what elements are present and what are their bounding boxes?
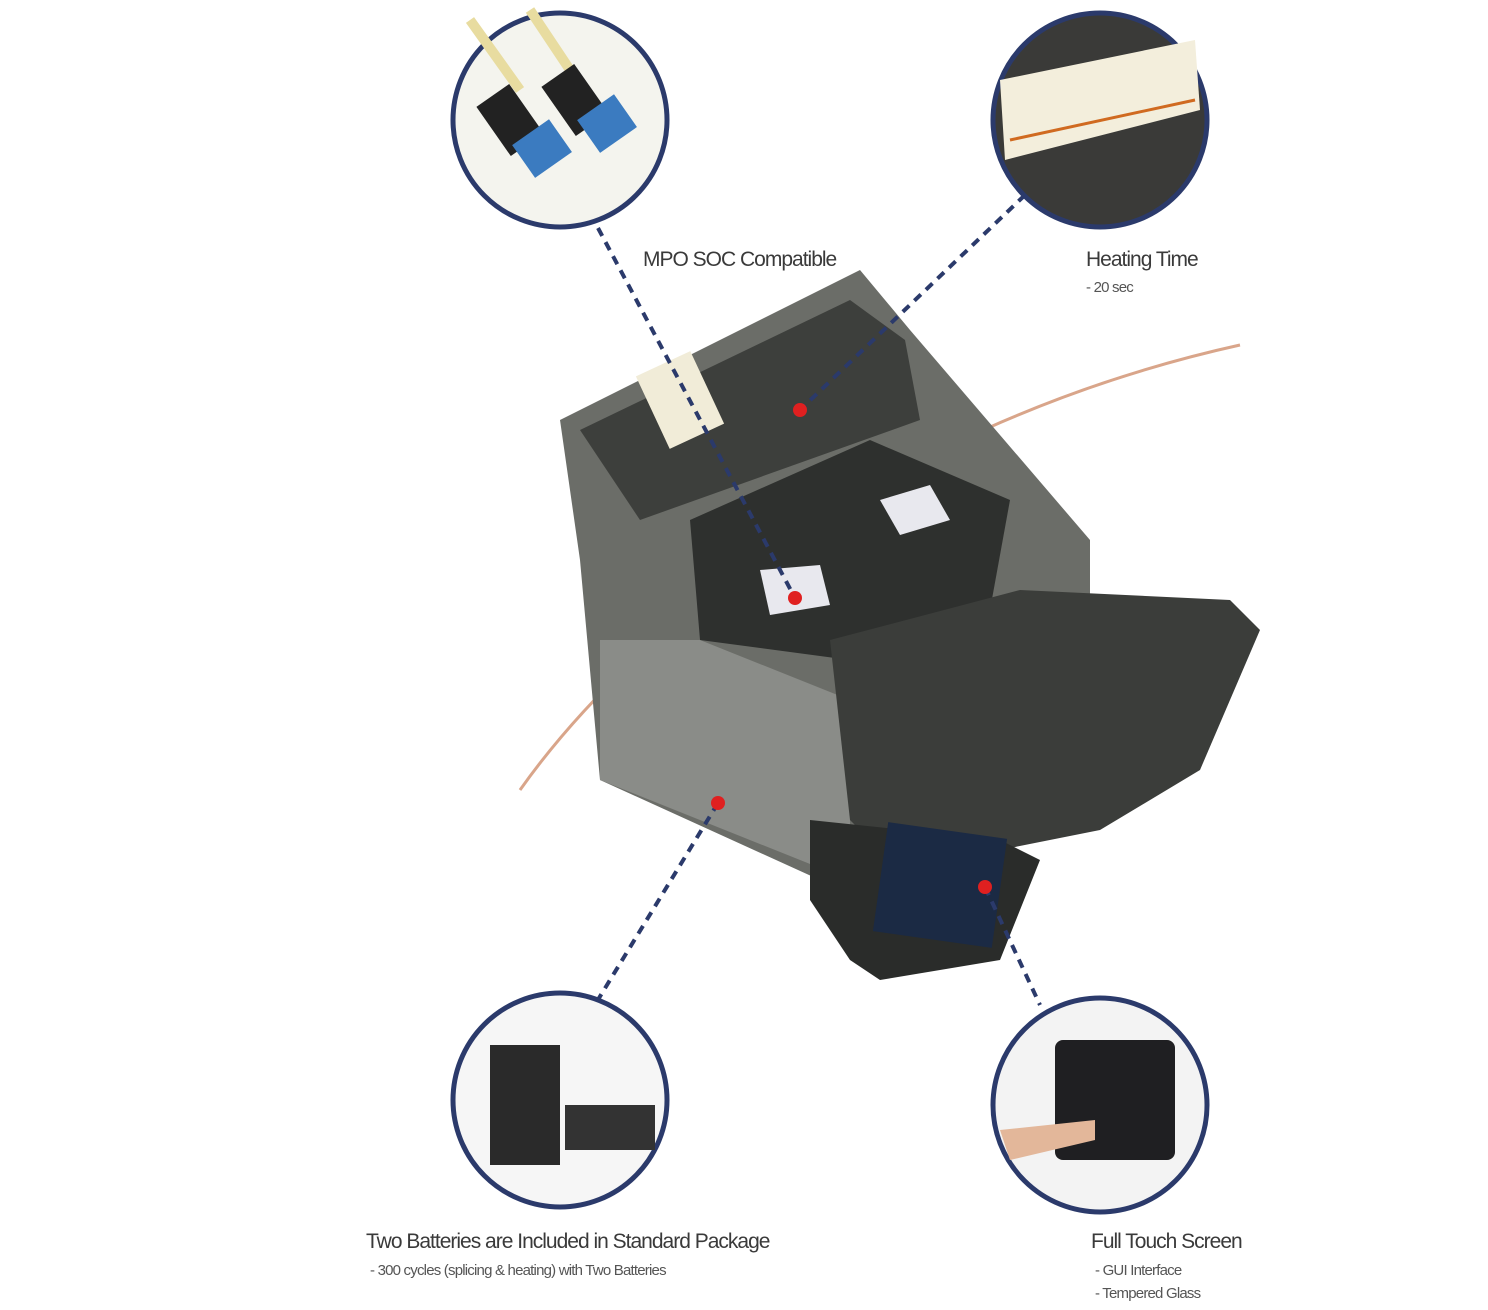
thumbnail-heater [990, 10, 1210, 230]
fusion-splicer-device [560, 270, 1260, 980]
marker-heating [793, 403, 807, 417]
batteries-title: Two Batteries are Included in Standard P… [366, 1230, 770, 1253]
thumbnail-batteries [450, 990, 670, 1210]
callout-line-touch [983, 886, 1042, 1006]
batteries-detail: - 300 cycles (splicing & heating) with T… [370, 1262, 667, 1279]
touch-title: Full Touch Screen [1091, 1230, 1243, 1253]
touch-detail-gui: - GUI Interface [1095, 1262, 1182, 1279]
callout-line-batteries [558, 801, 720, 1064]
heating-detail: - 20 sec [1086, 279, 1134, 296]
callout-line-mpo [596, 227, 797, 599]
marker-touch [978, 880, 992, 894]
callout-line-heating [798, 193, 1027, 412]
mpo-title: MPO SOC Compatible [643, 248, 837, 271]
marker-mpo [788, 591, 802, 605]
marker-batteries [711, 796, 725, 810]
heating-title: Heating Time [1086, 248, 1199, 271]
thumbnail-touch-screen [990, 995, 1210, 1215]
thumbnail-mpo-connectors [450, 7, 670, 230]
touch-detail-glass: - Tempered Glass [1095, 1285, 1201, 1302]
